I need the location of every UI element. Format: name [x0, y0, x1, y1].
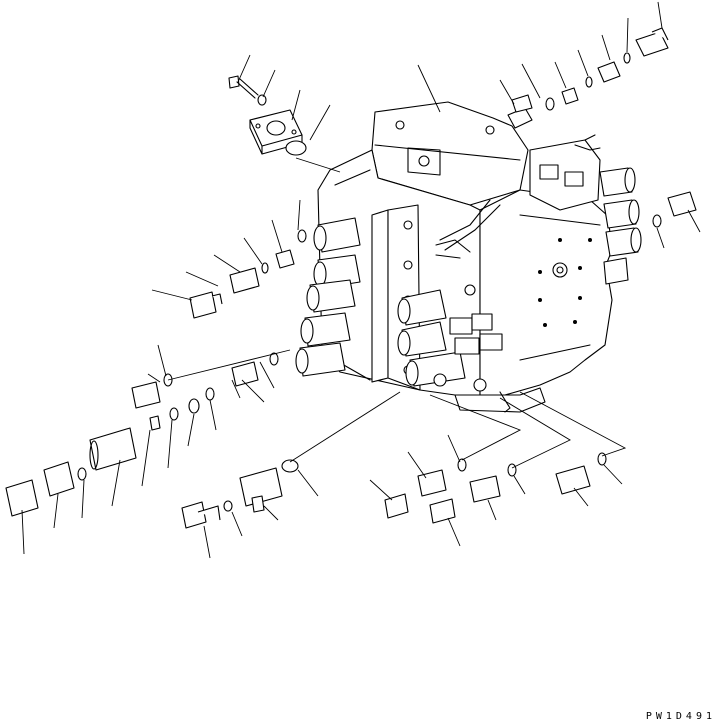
mid-left-fittings — [131, 352, 279, 431]
valve-fittings-cluster — [433, 239, 503, 392]
flange-o-ring — [285, 140, 307, 156]
leader-lines — [21, 1, 701, 559]
pilot-valve-block — [439, 134, 601, 251]
left-spool-caps — [295, 217, 361, 377]
right-elbow-fitting — [652, 191, 697, 228]
right-spool-caps — [599, 167, 642, 285]
front-spool-caps — [397, 289, 466, 387]
left-side-fittings — [189, 229, 307, 319]
top-bolt — [228, 75, 259, 99]
drawing-code: PW1D491 — [645, 711, 716, 722]
lower-left-fittings — [5, 427, 137, 517]
upper-right-fittings — [545, 27, 669, 111]
flange — [249, 109, 303, 155]
bottom-right-fittings — [384, 452, 607, 524]
washer-top — [257, 94, 267, 106]
bottom-elbow-fittings — [181, 459, 299, 529]
top-port-fitting — [507, 94, 533, 129]
